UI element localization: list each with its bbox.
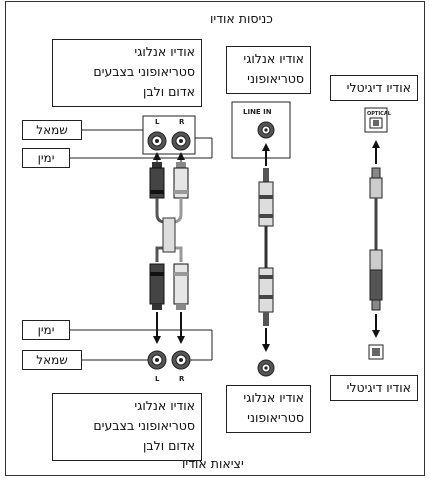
rca-jack-left-top (147, 131, 167, 151)
diagram-frame (5, 1, 425, 476)
right-label-top: ימין (22, 148, 70, 168)
line-in-label: LINE IN (243, 108, 272, 116)
box-line: אדום ולבן (143, 438, 195, 453)
rca-plug-right-upper (173, 162, 189, 199)
box-line: אודיו אנלוגי (243, 51, 304, 66)
box-line: אודיו אנלוגי (134, 44, 195, 59)
rca-plug-right-lower (173, 263, 189, 310)
cable-splitter (162, 217, 176, 253)
analog-red-white-input-box: אודיו אנלוגי סטריאופוני בצבעים אדום ולבן (52, 39, 202, 107)
rca-jack-right-bottom (171, 350, 191, 370)
left-label-top: שמאל (22, 120, 82, 140)
digital-output-box: אודיו דיגיטלי (330, 375, 418, 401)
mini-jack-plug-lower (258, 267, 274, 326)
box-line: אדום ולבן (143, 84, 195, 99)
jack-r-label-bottom: R (179, 375, 185, 383)
line-out-jack (257, 359, 275, 377)
audio-inputs-heading: כניסות אודיו (210, 11, 273, 26)
box-line: אודיו אנלוגי (134, 398, 195, 413)
box-line: סטריאופוני (247, 410, 304, 425)
left-label-bottom: שמאל (22, 350, 82, 370)
box-line: סטריאופוני בצבעים (93, 64, 195, 79)
digital-input-box: אודיו דיגיטלי (330, 75, 418, 101)
jack-l-label: L (155, 118, 160, 126)
optical-output-port (368, 344, 384, 360)
analog-stereo-input-box: אודיו אנלוגי סטריאופוני (226, 46, 311, 94)
jack-r-label: R (179, 118, 185, 126)
rca-jack-right-top (171, 131, 191, 151)
rca-plug-left-upper (149, 162, 165, 199)
analog-stereo-output-box: אודיו אנלוגי סטריאופוני (226, 385, 311, 433)
optical-cable (369, 167, 383, 311)
rca-jack-left-bottom (147, 350, 167, 370)
right-label-bottom: ימין (22, 320, 70, 340)
analog-red-white-output-box: אודיו אנלוגי סטריאופוני בצבעים אדום ולבן (52, 393, 202, 461)
rca-plug-left-lower (149, 263, 165, 310)
mini-jack-plug-upper (258, 168, 274, 227)
jack-l-label-bottom: L (155, 375, 160, 383)
box-line: סטריאופוני (247, 71, 304, 86)
box-line: אודיו אנלוגי (243, 390, 304, 405)
line-in-jack (257, 121, 275, 139)
box-line: סטריאופוני בצבעים (93, 418, 195, 433)
optical-label: OPTICAL (367, 111, 392, 117)
